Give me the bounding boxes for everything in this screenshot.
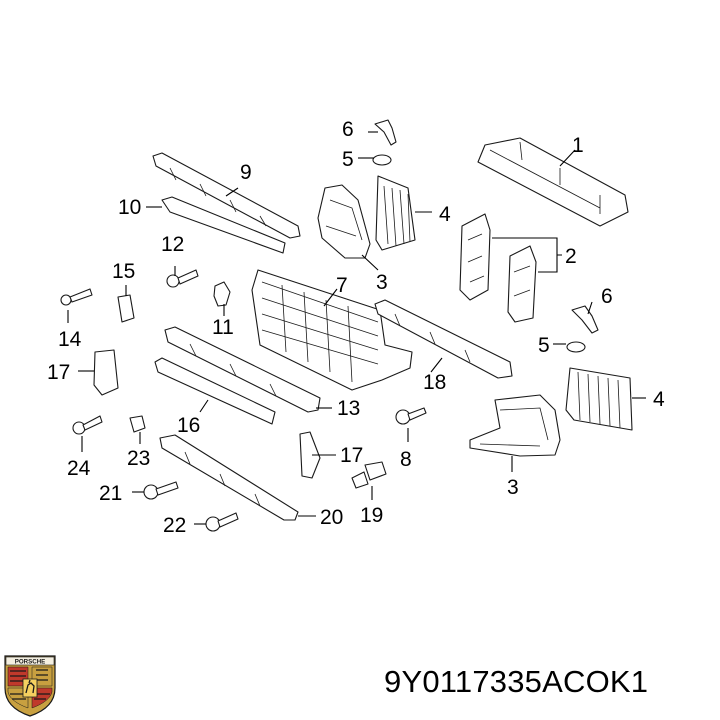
callout-5-lower: 5 xyxy=(538,334,550,357)
part-17-side-trim-left xyxy=(93,349,119,396)
callout-2: 2 xyxy=(565,245,577,268)
callout-9: 9 xyxy=(240,161,252,184)
part-19-sensor xyxy=(351,461,387,489)
callout-7: 7 xyxy=(336,274,348,297)
callout-12: 12 xyxy=(161,233,184,256)
callout-23: 23 xyxy=(127,447,150,470)
callout-19: 19 xyxy=(360,504,383,527)
part-11-clip xyxy=(213,281,231,307)
part-6-screw-lower xyxy=(571,305,599,334)
callout-17-right: 17 xyxy=(340,444,363,467)
callout-24: 24 xyxy=(67,457,91,480)
part-18-lower-duct xyxy=(374,299,513,379)
callout-8: 8 xyxy=(400,448,412,471)
part-3-air-guide-lower xyxy=(469,394,561,457)
callout-3-lower: 3 xyxy=(507,476,519,499)
svg-text:PORSCHE: PORSCHE xyxy=(15,659,46,666)
part-22-bolt xyxy=(205,512,239,532)
part-12-bolt xyxy=(166,269,199,288)
callout-17-left: 17 xyxy=(47,361,70,384)
part-6-screw-upper xyxy=(374,119,397,146)
callout-1: 1 xyxy=(572,134,584,157)
part-21-bolt xyxy=(143,481,179,500)
part-10-trim xyxy=(161,196,286,254)
callout-14: 14 xyxy=(58,328,82,351)
part-number: 9Y0117335ACOK1 xyxy=(384,664,649,699)
part-24-bolt xyxy=(72,415,103,435)
porsche-crest-logo: PORSCHE xyxy=(4,655,56,717)
part-4-louver-lower xyxy=(565,367,633,431)
leader-lines xyxy=(67,131,646,525)
part-16-bar xyxy=(154,357,276,425)
callout-15: 15 xyxy=(112,260,135,283)
callout-22: 22 xyxy=(163,514,186,537)
callout-4-upper: 4 xyxy=(439,203,451,226)
callout-5-upper: 5 xyxy=(342,148,354,171)
part-5-clip-upper xyxy=(372,154,392,166)
part-15-bracket xyxy=(117,294,135,323)
part-1-upper-duct xyxy=(477,137,629,227)
part-17-side-trim-right xyxy=(299,431,321,479)
callout-3-upper: 3 xyxy=(376,271,388,294)
callout-13: 13 xyxy=(337,397,360,420)
callout-18: 18 xyxy=(423,371,446,394)
part-4-louver-upper xyxy=(375,175,416,251)
callout-6-lower: 6 xyxy=(601,285,613,308)
callout-21: 21 xyxy=(99,482,122,505)
callout-6-upper: 6 xyxy=(342,118,354,141)
part-20-bottom-strip xyxy=(159,434,299,521)
part-3-air-guide-upper xyxy=(317,184,371,259)
callout-20: 20 xyxy=(320,506,343,529)
callout-10: 10 xyxy=(118,196,141,219)
part-8-screw xyxy=(395,407,427,425)
part-13-center-trim xyxy=(164,326,321,413)
part-5-clip-lower xyxy=(566,341,586,353)
callout-4-lower: 4 xyxy=(653,388,665,411)
part-2-side-brackets xyxy=(459,213,537,323)
callout-labels: 1 2 3 3 4 4 5 5 6 6 7 8 9 10 11 12 13 14… xyxy=(47,118,665,537)
callout-16: 16 xyxy=(177,414,200,437)
part-14-bolt xyxy=(60,288,93,306)
part-23-clip xyxy=(129,415,146,433)
part-7-main-grille xyxy=(251,269,413,391)
callout-11: 11 xyxy=(212,316,234,339)
